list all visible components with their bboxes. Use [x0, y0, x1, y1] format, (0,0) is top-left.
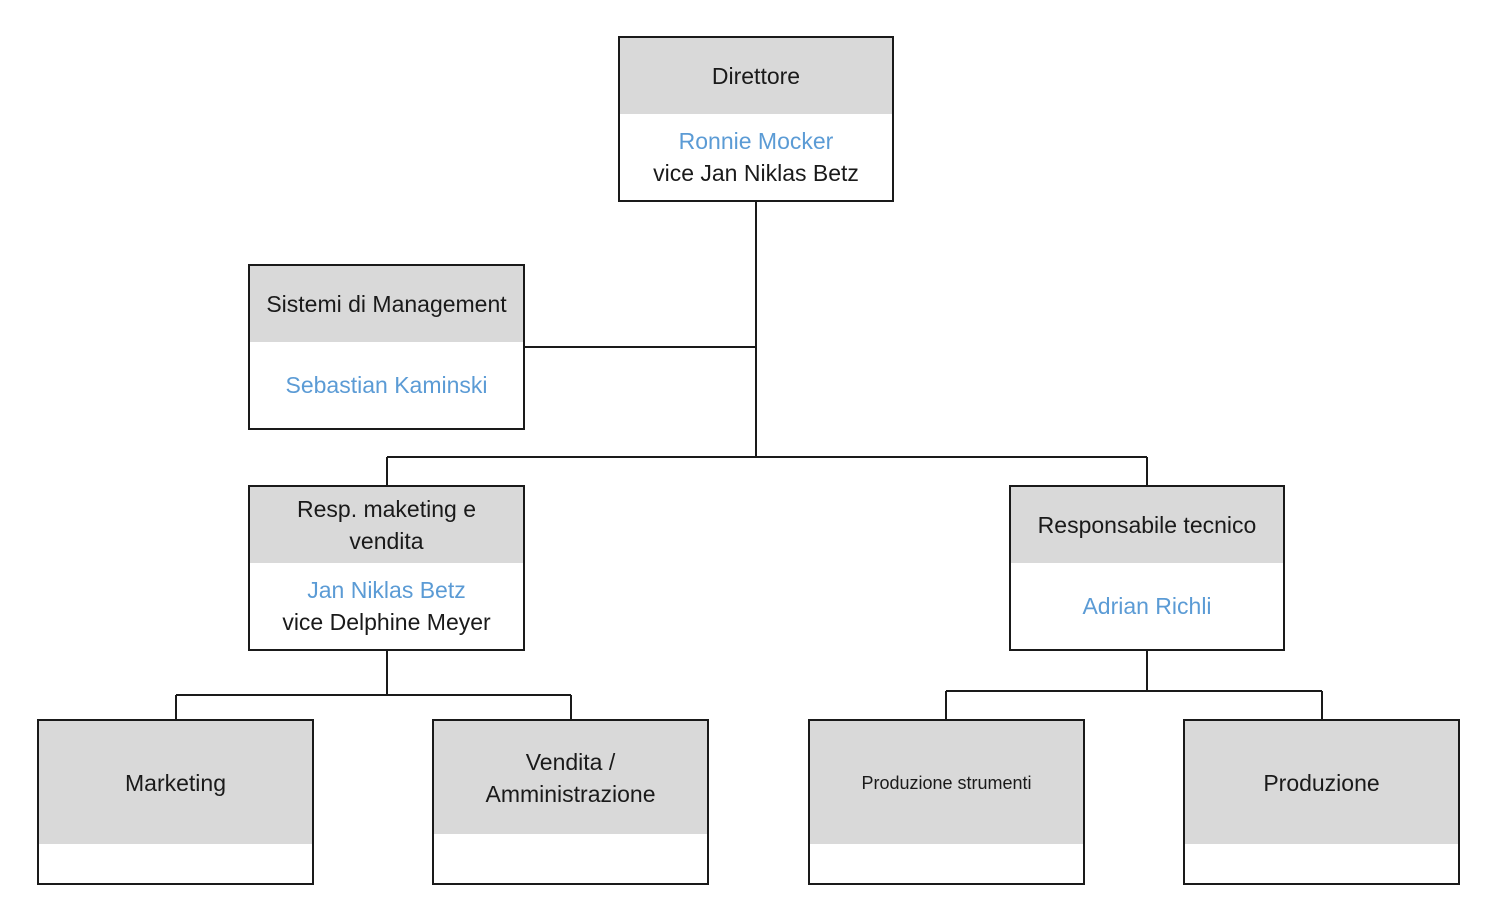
management-title: Sistemi di Management	[266, 291, 507, 317]
marketing-box: Marketing	[37, 719, 314, 885]
director-person: Ronnie Mocker	[678, 128, 834, 154]
tool-production-header: Produzione strumenti	[810, 721, 1083, 844]
technical-person: Adrian Richli	[1082, 593, 1212, 619]
sales-admin-body	[434, 834, 707, 883]
director-title: Direttore	[711, 63, 801, 89]
sales-admin-title-line2: Amministrazione	[485, 780, 656, 807]
sales-admin-box: Vendita / Amministrazione	[432, 719, 709, 885]
director-deputy: vice Jan Niklas Betz	[653, 160, 859, 186]
tool-production-body	[810, 844, 1083, 883]
production-box: Produzione	[1183, 719, 1460, 885]
director-header: Direttore	[620, 38, 892, 114]
marketing-header: Marketing	[39, 721, 312, 844]
production-title: Produzione	[1263, 769, 1380, 796]
marketing-sales-title-line2: vendita	[349, 528, 424, 554]
marketing-sales-box: Resp. maketing e vendita Jan Niklas Betz…	[248, 485, 525, 651]
technical-body: Adrian Richli	[1011, 563, 1283, 649]
marketing-sales-deputy: vice Delphine Meyer	[282, 609, 491, 635]
technical-header: Responsabile tecnico	[1011, 487, 1283, 563]
marketing-body	[39, 844, 312, 883]
marketing-sales-body: Jan Niklas Betz vice Delphine Meyer	[250, 563, 523, 649]
production-header: Produzione	[1185, 721, 1458, 844]
technical-box: Responsabile tecnico Adrian Richli	[1009, 485, 1285, 651]
marketing-title: Marketing	[125, 769, 226, 796]
production-body	[1185, 844, 1458, 883]
sales-admin-header: Vendita / Amministrazione	[434, 721, 707, 834]
tool-production-box: Produzione strumenti	[808, 719, 1085, 885]
management-person: Sebastian Kaminski	[285, 372, 488, 398]
marketing-sales-title-line1: Resp. maketing e	[297, 496, 476, 522]
management-header: Sistemi di Management	[250, 266, 523, 342]
marketing-sales-header: Resp. maketing e vendita	[250, 487, 523, 563]
director-body: Ronnie Mocker vice Jan Niklas Betz	[620, 114, 892, 200]
tool-production-title: Produzione strumenti	[861, 772, 1032, 793]
management-body: Sebastian Kaminski	[250, 342, 523, 428]
sales-admin-title-line1: Vendita /	[525, 748, 616, 775]
technical-title: Responsabile tecnico	[1037, 512, 1257, 538]
marketing-sales-person: Jan Niklas Betz	[307, 577, 466, 603]
management-box: Sistemi di Management Sebastian Kaminski	[248, 264, 525, 430]
director-box: Direttore Ronnie Mocker vice Jan Niklas …	[618, 36, 894, 202]
